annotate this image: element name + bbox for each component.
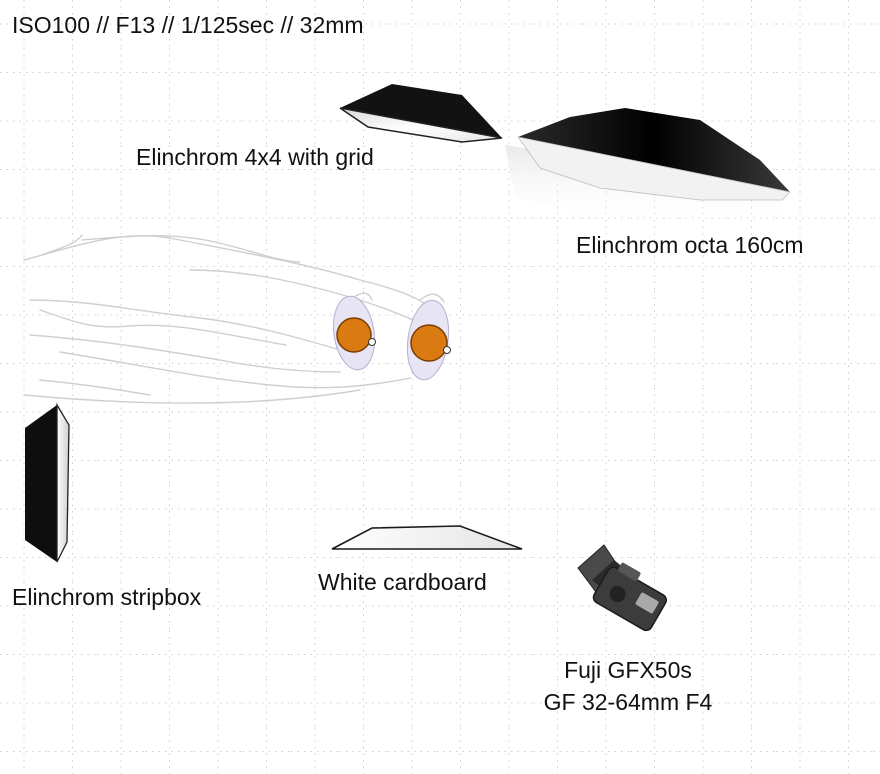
eye-left [333, 295, 376, 371]
camera-model-label: Fuji GFX50s [564, 657, 692, 683]
grid-softbox-label: Elinchrom 4x4 with grid [136, 144, 374, 170]
octa-label: Elinchrom octa 160cm [576, 232, 804, 258]
stripbox-label: Elinchrom stripbox [12, 584, 202, 610]
model-hair-sketch-icon [23, 234, 445, 404]
camera-lens-label: GF 32-64mm F4 [544, 689, 713, 715]
reflector-card-icon [331, 525, 523, 550]
stripbox-icon [25, 402, 70, 563]
eye-right [406, 299, 451, 381]
octabox-icon [505, 108, 791, 228]
camera-settings-text: ISO100 // F13 // 1/125sec // 32mm [12, 12, 364, 38]
cardboard-label: White cardboard [318, 569, 487, 595]
rectangular-softbox-icon [339, 84, 503, 143]
camera-icon [577, 544, 667, 632]
